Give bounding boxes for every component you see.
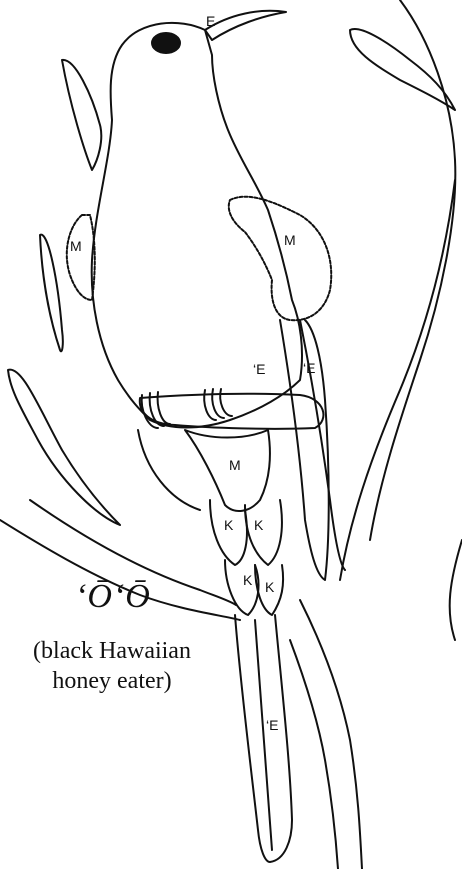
bird-beak [205,11,286,40]
label-mane-right: M [284,232,296,248]
tail-upper [185,430,270,511]
label-tail-k2: K [254,517,264,533]
species-name: ‘Ō‘Ō [8,578,218,616]
label-wing-left: ‘E [253,361,265,377]
leaf-top-right [350,29,455,110]
common-name-line-2: honey eater) [2,666,222,696]
label-tail-k3: K [243,572,253,588]
tail-feather-k3 [225,560,259,615]
bird-eye [152,33,180,53]
common-name-line-1: (black Hawaiian [2,636,222,666]
branch-left-curve [138,430,200,510]
stem-right-1 [370,0,455,540]
stem-right-2 [340,180,455,580]
label-tail-long: ‘E [266,717,278,733]
wing-right [280,320,329,580]
species-common-name: (black Hawaiian honey eater) [2,636,222,696]
label-tail-upper: M [229,457,241,473]
label-mane-left: M [70,238,82,254]
label-beak: E [206,13,215,29]
tail-feather-k2 [245,500,282,565]
label-tail-k4: K [265,579,275,595]
label-tail-k1: K [224,517,234,533]
leaf-left-mid [40,235,63,352]
bird-body-outline [92,23,302,428]
stem-right-3 [450,540,462,640]
leaf-top-left [62,60,101,170]
tuft-right [229,197,331,321]
leaf-left-low [8,370,120,525]
label-wing-right: ‘E [303,360,315,376]
lower-branch-right [300,600,362,869]
tail-long-center [255,620,272,850]
tuft-left [67,215,95,300]
